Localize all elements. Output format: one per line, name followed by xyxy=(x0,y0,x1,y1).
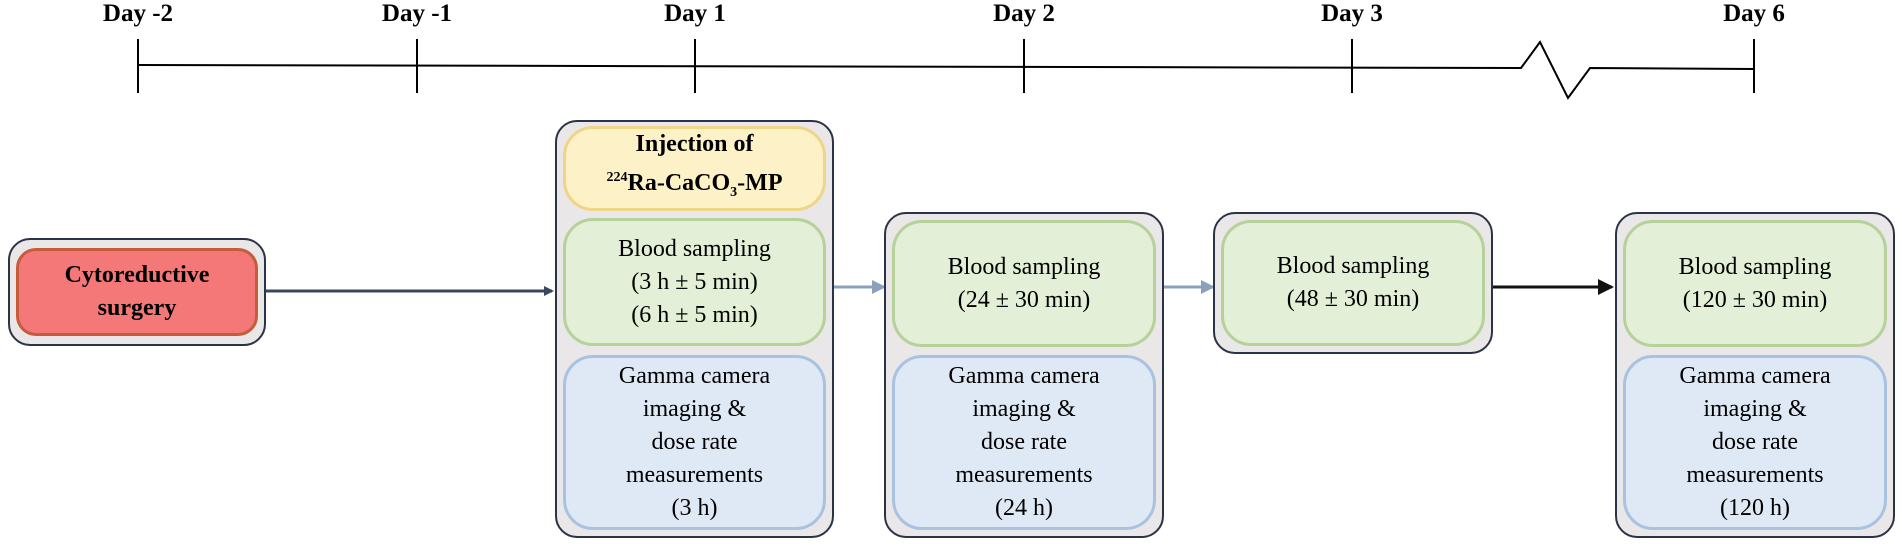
day1-group: Injection of 224Ra-CaCO3-MP Blood sampli… xyxy=(555,120,834,538)
compound-subscript: 3 xyxy=(730,184,738,200)
surgery-label-line2: surgery xyxy=(97,295,177,321)
day-label-6: Day 6 xyxy=(1723,0,1785,27)
day2-blood-box: Blood sampling (24 ± 30 min) xyxy=(892,220,1156,347)
day6-gamma-line4: measurements xyxy=(1686,462,1824,488)
day-label-3: Day 3 xyxy=(1321,0,1383,27)
day1-gamma-box: Gamma camera imaging & dose rate measure… xyxy=(563,355,826,530)
day2-gamma-line1: Gamma camera xyxy=(948,363,1100,389)
isotope-mass: 224 xyxy=(606,170,628,186)
day3-blood-box: Blood sampling (48 ± 30 min) xyxy=(1221,220,1485,346)
timeline-axis xyxy=(137,40,1755,100)
day2-gamma-line5: (24 h) xyxy=(995,495,1053,521)
day2-gamma-line3: dose rate xyxy=(981,429,1067,455)
day6-blood-line1: Blood sampling xyxy=(1678,253,1832,280)
surgery-label-line1: Cytoreductive xyxy=(64,262,210,288)
day1-blood-box: Blood sampling (3 h ± 5 min) (6 h ± 5 mi… xyxy=(563,218,826,346)
surgery-group: Cytoreductive surgery xyxy=(8,238,266,346)
compound-suffix: -MP xyxy=(737,170,783,197)
day6-gamma-box: Gamma camera imaging & dose rate measure… xyxy=(1623,355,1887,530)
day6-blood-box: Blood sampling (120 ± 30 min) xyxy=(1623,220,1887,347)
day-label-2: Day 2 xyxy=(993,0,1055,27)
day6-group: Blood sampling (120 ± 30 min) Gamma came… xyxy=(1615,212,1895,538)
day2-group: Blood sampling (24 ± 30 min) Gamma camer… xyxy=(884,212,1164,538)
day6-gamma-line2: imaging & xyxy=(1703,396,1807,422)
day6-blood-line2: (120 ± 30 min) xyxy=(1682,286,1828,313)
day1-gamma-line2: imaging & xyxy=(642,396,747,422)
day6-gamma-line1: Gamma camera xyxy=(1679,363,1831,389)
day1-blood-line1: Blood sampling xyxy=(618,235,771,262)
day-label-m1: Day -1 xyxy=(381,0,453,27)
injection-line2: 224Ra-CaCO3-MP xyxy=(607,161,783,209)
day3-blood-line1: Blood sampling xyxy=(1276,253,1430,279)
day2-blood-line1: Blood sampling xyxy=(947,253,1101,280)
day2-blood-line2: (24 ± 30 min) xyxy=(957,286,1091,313)
injection-line1: Injection of xyxy=(635,131,754,158)
surgery-box: Cytoreductive surgery xyxy=(16,248,258,336)
day-label-1: Day 1 xyxy=(664,0,726,27)
day1-gamma-line4: measurements xyxy=(625,462,764,488)
day2-gamma-box: Gamma camera imaging & dose rate measure… xyxy=(892,355,1156,530)
day1-blood-line2: (3 h ± 5 min) xyxy=(631,268,758,295)
day6-gamma-line3: dose rate xyxy=(1712,429,1798,455)
day1-gamma-line5: (3 h) xyxy=(671,495,718,521)
day-label-m2: Day -2 xyxy=(102,0,174,27)
day6-gamma-line5: (120 h) xyxy=(1720,495,1790,521)
day1-blood-line3: (6 h ± 5 min) xyxy=(631,301,758,328)
day3-group: Blood sampling (48 ± 30 min) xyxy=(1213,212,1493,354)
isotope-compound: Ra-CaCO xyxy=(627,170,731,197)
day2-gamma-line2: imaging & xyxy=(972,396,1076,422)
injection-box: Injection of 224Ra-CaCO3-MP xyxy=(563,126,826,211)
day3-blood-line2: (48 ± 30 min) xyxy=(1286,286,1420,312)
day1-gamma-line3: dose rate xyxy=(651,429,738,455)
day2-gamma-line4: measurements xyxy=(955,462,1093,488)
day1-gamma-line1: Gamma camera xyxy=(618,363,771,389)
